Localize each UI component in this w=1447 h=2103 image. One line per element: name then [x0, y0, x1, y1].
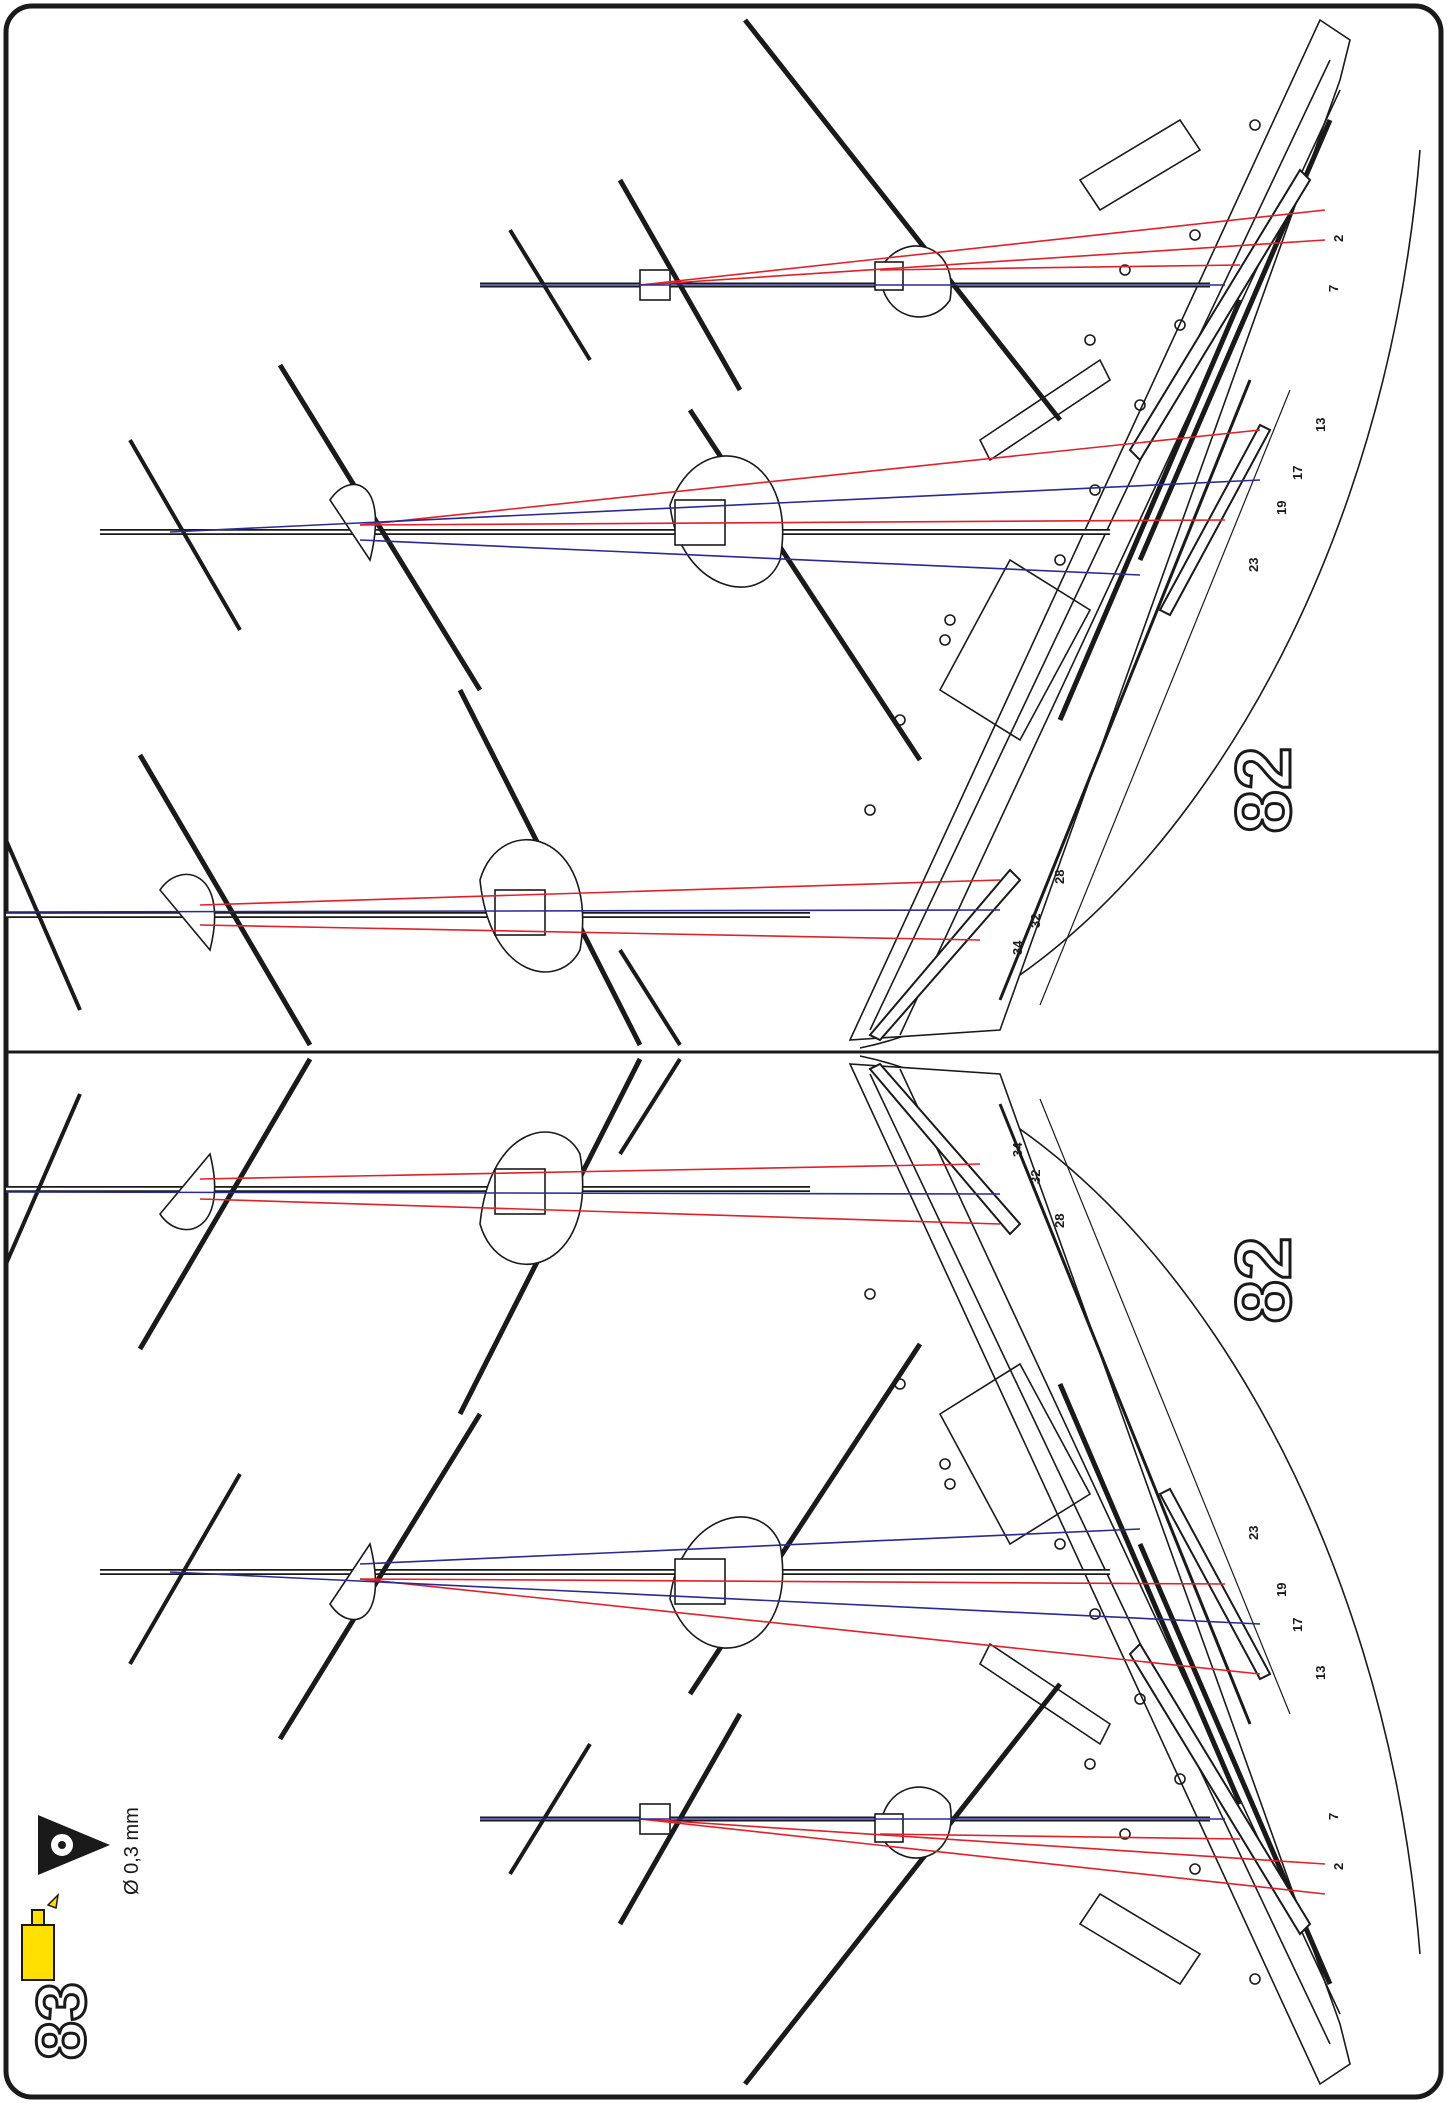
- belaying-labels-top: 2 7 13 17 19 23 28 32 34: [1010, 235, 1346, 955]
- belay-label: 34: [1010, 1142, 1025, 1157]
- diagram-panel-top: [4, 18, 1421, 1049]
- rigging-top: [5, 209, 1326, 941]
- portholes-top: [864, 119, 1261, 816]
- belay-label: 17: [1290, 466, 1305, 480]
- diagram-panel-bottom: [4, 1055, 1421, 2086]
- part-number-bottom: 82: [1218, 1235, 1309, 1325]
- belay-label: 13: [1313, 418, 1328, 432]
- part-number-label: 82: [1219, 1237, 1307, 1324]
- belay-label: 23: [1246, 558, 1261, 572]
- belay-label: 19: [1274, 1583, 1289, 1597]
- thread-spool-icon: [38, 1815, 110, 1875]
- belay-label: 2: [1331, 235, 1346, 242]
- part-number-top: 82: [1218, 745, 1309, 835]
- belay-label: 34: [1010, 940, 1025, 955]
- rigging-bottom: [5, 1163, 1326, 1895]
- belaying-labels-bottom: 2 7 13 17 19 23 28 32 34: [1010, 1142, 1346, 1870]
- belay-label: 23: [1246, 1526, 1261, 1540]
- belay-label: 28: [1052, 1214, 1067, 1228]
- belay-label: 28: [1052, 870, 1067, 884]
- belay-label: 32: [1028, 1170, 1043, 1184]
- belay-label: 13: [1313, 1666, 1328, 1680]
- step-number: 83: [21, 1981, 102, 2062]
- belay-label: 17: [1290, 1618, 1305, 1632]
- belay-label: 2: [1331, 1863, 1346, 1870]
- part-number-label: 82: [1219, 747, 1307, 834]
- belay-label: 7: [1326, 285, 1341, 292]
- belay-label: 32: [1028, 914, 1043, 928]
- glue-tube-icon: [21, 1892, 60, 1981]
- thread-spec-label: Ø 0,3 mm: [121, 1807, 143, 1895]
- belay-label: 7: [1326, 1813, 1341, 1820]
- thread-spec: Ø 0,3 mm: [121, 1807, 143, 1895]
- belay-label: 19: [1274, 501, 1289, 515]
- step-number-label: 83: [22, 1982, 100, 2060]
